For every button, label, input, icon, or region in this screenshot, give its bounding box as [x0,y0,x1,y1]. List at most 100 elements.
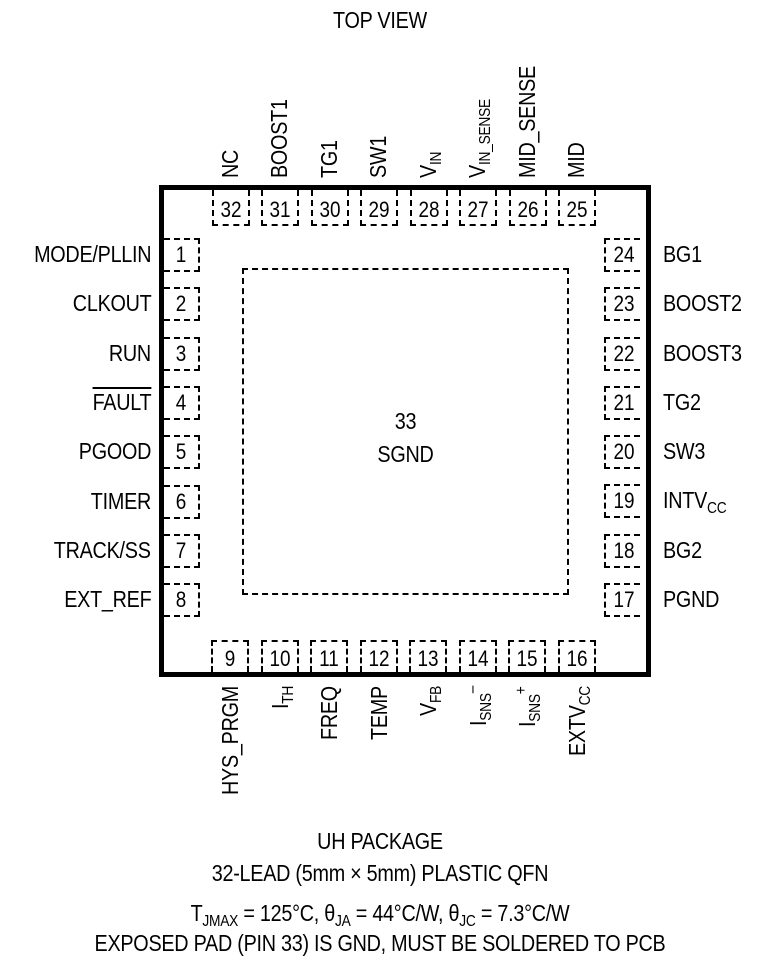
pin-13-text: V [415,703,441,717]
pin-10-label: ITH [266,686,297,710]
theta-jc-symbol: θ [448,900,460,926]
pin-13-outline [409,640,447,672]
pin-29-text: SW1 [365,135,391,178]
pin-6-outline [164,484,200,519]
pin-5-text: PGOOD [78,438,152,465]
pin-14-sup: – [463,685,481,694]
pin-6-label: TIMER [90,487,152,514]
pin-18-outline [604,533,640,568]
pin-24-outline [604,237,640,272]
pin-20-outline [604,435,640,470]
pin-32-text: NC [216,149,243,178]
pin-27-outline [459,190,497,226]
pin-12-label: TEMP [365,685,392,740]
pin-12-text: TEMP [365,685,392,740]
pin-19-sub: CC [707,500,727,518]
pin-14-number: 14 [466,646,489,671]
pin-26-label: MID_SENSE [514,66,540,178]
pin-25-outline [558,190,596,226]
package-name: UH PACKAGE [317,828,443,854]
pin-30-text: TG1 [315,140,342,178]
pin-5-outline [164,435,200,470]
pin-28-number: 28 [417,197,440,222]
pin-22-number: 22 [613,340,635,366]
pin-31-label: BOOST1 [266,99,292,178]
pin-15-sub: SNS [527,693,544,722]
pin-27-number: 27 [467,197,489,222]
pin-27-sub: IN_SENSE [477,99,494,166]
pad-name: SGND [377,441,434,467]
pin-18-number: 18 [613,537,635,563]
pin-21-label: TG2 [663,388,701,415]
pin-23-outline [604,287,640,322]
pin-21-number: 21 [613,389,635,415]
pin-23-number: 23 [613,291,635,317]
pin-25-number: 25 [566,197,588,222]
pin-10-number: 10 [268,646,291,671]
theta-jc-sub: JC [459,913,476,930]
pin-13-sub: FB [428,685,445,704]
pin-9-text: HYS_PRGM [217,685,243,795]
pin-16-sub: CC [576,685,594,706]
pin-7-number: 7 [175,537,187,563]
pin-30-number: 30 [318,197,341,222]
pin-21-outline [604,385,640,420]
pin-2-text: CLKOUT [72,290,151,317]
pin-24-label: BG1 [663,242,702,266]
pin-29-number: 29 [368,197,390,222]
pin-5-number: 5 [175,439,187,465]
theta-jc-value: = 7.3°C/W [475,900,570,926]
pin-26-outline [508,190,547,226]
pin-30-outline [310,190,349,226]
pin-14-label: ISNS– [463,685,495,726]
pin-27-text: V [464,165,490,178]
pin-7-outline [164,533,200,568]
pin-6-text: TIMER [90,487,152,514]
pin-10-sub: TH [279,685,297,704]
pin-8-label: EXT_REF [64,588,151,611]
pin-13-number: 13 [417,646,439,671]
pin-8-text: EXT_REF [63,586,151,613]
pin-32-outline [211,190,250,226]
pin-2-label: CLKOUT [72,292,151,315]
pin-20-label: SW3 [663,440,705,463]
pin-10-text: I [266,703,293,710]
pin-19-text: INTV [663,487,708,514]
exposed-pad-note: EXPOSED PAD (PIN 33) IS GND, MUST BE SOL… [94,930,666,956]
pad-number: 33 [394,408,417,434]
pin-24-number: 24 [613,241,635,267]
pin-17-label: PGND [663,588,719,611]
pin-5-label: PGOOD [78,438,152,465]
pin-6-number: 6 [175,488,187,514]
pin-28-outline [409,190,448,226]
pin-8-number: 8 [175,587,187,613]
package-outline [159,185,651,677]
pin-7-label: TRACK/SS [54,538,151,562]
pin-16-label: EXTVCC [564,686,594,756]
pin-4-number: 4 [175,389,187,415]
theta-ja-sub: JA [334,913,351,930]
package-description: 32-LEAD (5mm × 5mm) PLASTIC QFN [211,860,549,886]
pin-25-label: MID [563,142,589,178]
pin-29-outline [360,190,398,226]
exposed-pad [242,268,569,595]
tjmax-value: = 125°C, [238,900,325,926]
pin-11-outline [310,640,348,672]
pin-1-number: 1 [175,242,187,267]
pin-27-label: VIN_SENSE [464,99,494,178]
pin-21-text: TG2 [663,388,701,415]
pin-9-number: 9 [224,646,236,671]
pin-17-outline [604,583,640,617]
pin-3-text: RUN [108,339,151,366]
pin-25-text: MID [563,142,589,178]
pin-11-number: 11 [319,646,339,671]
pin-31-number: 31 [269,197,291,222]
pin-3-number: 3 [175,340,187,366]
pin-1-text: MODE/PLLIN [33,241,152,267]
pin-12-outline [359,640,398,672]
thermal-specs: TJMAX = 125°C, θJA = 44°C/W, θJC = 7.3°C… [53,900,707,930]
pin-19-number: 19 [613,488,635,514]
theta-ja-value: = 44°C/W, [350,900,449,926]
pin-2-number: 2 [175,291,187,317]
pin-18-text: BG2 [663,536,702,563]
